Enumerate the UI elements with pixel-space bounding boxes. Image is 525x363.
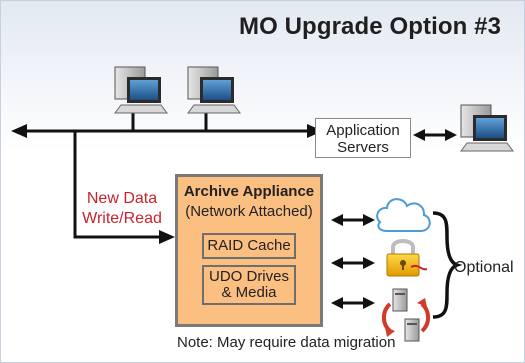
- migration-note: Note: May require data migration: [177, 334, 396, 351]
- udo-line2: & Media: [221, 284, 277, 301]
- udo-line1: UDO Drives: [208, 268, 289, 285]
- optional-label: Optional: [454, 259, 514, 276]
- computer-icon: [460, 104, 514, 152]
- application-servers-box: Application Servers: [315, 118, 411, 158]
- appliance-title: Archive Appliance: [183, 183, 315, 200]
- new-data-arrow: [73, 131, 175, 244]
- raid-cache-box: RAID Cache: [202, 233, 296, 259]
- cloud-icon: [376, 198, 431, 232]
- new-data-label: New Data Write/Read: [77, 189, 167, 229]
- lock-icon: [386, 239, 428, 277]
- optional-brace: [432, 211, 463, 319]
- archive-appliance-box: Archive Appliance (Network Attached) RAI…: [175, 174, 323, 327]
- new-data-line2: Write/Read: [82, 210, 162, 227]
- network-bus: [11, 124, 323, 138]
- app-servers-line2: Servers: [337, 139, 389, 156]
- diagram-title: MO Upgrade Option #3: [239, 13, 502, 40]
- computer-icon: [187, 66, 241, 114]
- server-replication-icon: [381, 288, 431, 342]
- computer-icon: [114, 66, 168, 114]
- cloud-arrow: [331, 214, 375, 226]
- app-server-arrow: [413, 129, 457, 141]
- app-servers-line1: Application: [326, 122, 400, 139]
- appliance-subtitle: (Network Attached): [185, 203, 313, 220]
- replication-arrow: [331, 297, 375, 309]
- new-data-line1: New Data: [86, 190, 158, 207]
- udo-drives-box: UDO Drives & Media: [202, 265, 296, 305]
- lock-arrow: [331, 257, 375, 269]
